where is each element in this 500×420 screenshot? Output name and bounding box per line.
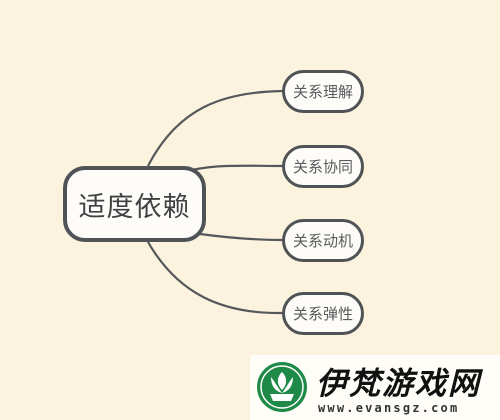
tulip-logo-icon xyxy=(257,362,307,412)
mindmap-child-node[interactable]: 关系动机 xyxy=(282,219,364,262)
edge-root-to-关系协同 xyxy=(191,164,284,172)
watermark-url: www.evansgz.com xyxy=(318,401,460,415)
edge-root-to-关系动机 xyxy=(199,232,284,242)
edge-root-to-关系弹性 xyxy=(147,241,284,315)
mindmap-root-node[interactable]: 适度依赖 xyxy=(63,166,206,242)
edge-root-to-关系理解 xyxy=(147,89,284,167)
mindmap-child-node[interactable]: 关系弹性 xyxy=(282,292,364,335)
watermark: 伊梵游戏网 www.evansgz.com xyxy=(250,355,500,420)
mindmap-child-node[interactable]: 关系理解 xyxy=(282,70,364,113)
mindmap-child-node[interactable]: 关系协同 xyxy=(282,145,364,188)
watermark-title: 伊梵游戏网 xyxy=(316,366,481,402)
